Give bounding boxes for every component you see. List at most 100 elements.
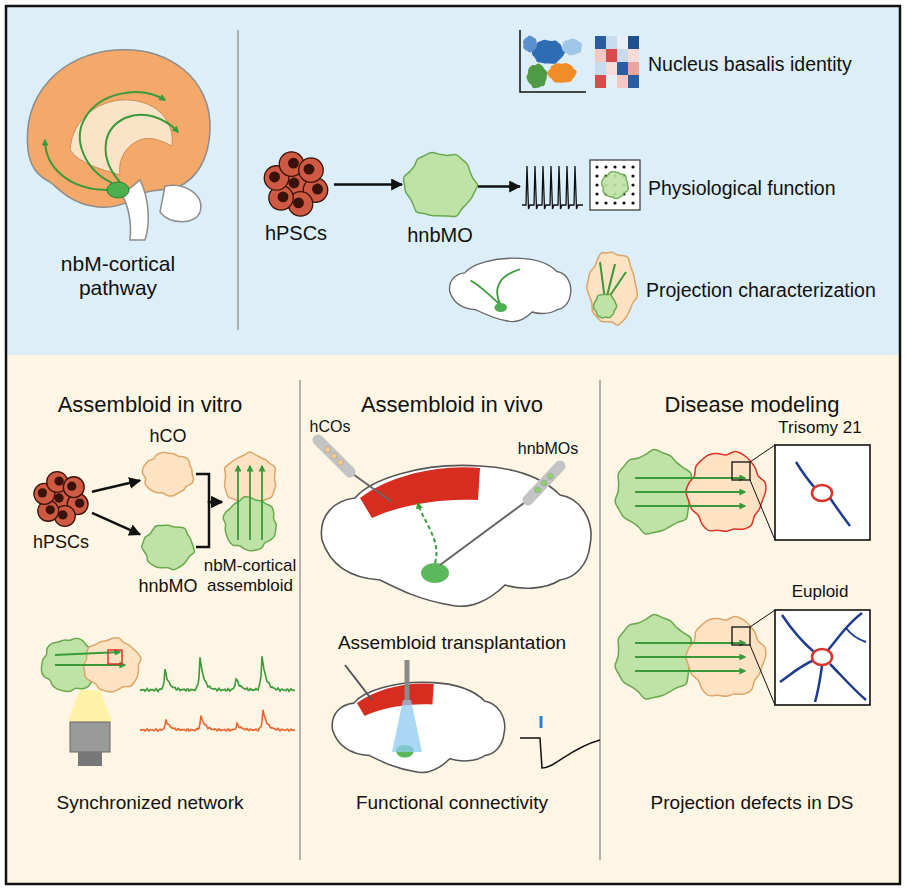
- neuron-soma: [812, 485, 832, 501]
- electrode-dot: [622, 165, 625, 168]
- zoom-line: [750, 480, 775, 540]
- assembloid-node: nbM-cortical assembloid: [222, 452, 278, 552]
- organoid-shape: [142, 452, 193, 496]
- objective-base: [78, 752, 102, 766]
- heatmap-cell: [595, 36, 606, 49]
- cell-nucleus: [293, 197, 304, 208]
- cell-nucleus: [46, 505, 55, 514]
- projection-arrow: [261, 466, 263, 540]
- inner-brain-shape: [70, 100, 172, 175]
- heatmap-cell: [595, 75, 606, 88]
- heatmap-cell: [628, 62, 639, 75]
- electrode-dot: [631, 165, 634, 168]
- umap-icon: [520, 30, 586, 92]
- zoom-box: [775, 445, 870, 540]
- cell-nucleus: [278, 191, 289, 202]
- node-shape: [140, 522, 196, 572]
- flow-arrow: [334, 183, 402, 186]
- condition-label: Euploid: [760, 582, 880, 602]
- syringe-barrel: [318, 440, 350, 472]
- heatmap-cell: [628, 49, 639, 62]
- evoked-trace: [520, 738, 600, 768]
- projection-arrow: [635, 477, 745, 479]
- cell-nucleus: [289, 178, 300, 189]
- zoom-box-small: [732, 462, 750, 480]
- flow-arrow: [478, 185, 520, 188]
- caption-text: nbM-cortical pathway: [33, 252, 203, 300]
- stem-cell: [299, 158, 323, 182]
- organoid-node: hCO: [140, 450, 196, 498]
- mea-icon: [590, 160, 640, 210]
- organoid-dot: [325, 447, 331, 453]
- organoid-slice-icon: [587, 252, 638, 325]
- heatmap-cell: [617, 75, 628, 88]
- cortex-graft: [357, 683, 434, 716]
- heatmap-cell: [617, 49, 628, 62]
- organoid-node: hnbMO: [140, 522, 196, 572]
- organoid-shape: [587, 252, 638, 325]
- assembloid-illustration: [615, 610, 870, 705]
- organoid-dot: [535, 487, 541, 493]
- objective-lens: [70, 722, 110, 752]
- neurite: [846, 628, 866, 642]
- neurite: [815, 666, 822, 702]
- cortex-shape: [27, 50, 210, 208]
- node-shape: [222, 452, 278, 552]
- projection-arrow: [106, 115, 178, 182]
- heatmap-cell: [617, 36, 628, 49]
- mouse-brain-icon: [450, 258, 571, 321]
- calcium-trace: [140, 710, 295, 731]
- cluster-blob: [562, 38, 582, 55]
- flow-arrow: [92, 513, 140, 535]
- cell-nucleus: [269, 172, 280, 183]
- heatmap-cell: [606, 36, 617, 49]
- caption-text: Synchronized network: [20, 792, 280, 814]
- nucleus-basalis: [107, 182, 129, 198]
- cell-nucleus: [38, 488, 47, 497]
- syringe-barrel: [528, 466, 560, 500]
- projection-arrow: [45, 140, 108, 190]
- cluster-blob: [527, 64, 548, 89]
- mouse-brain-illustration: [321, 465, 591, 606]
- flow-arrow: [92, 481, 140, 492]
- section-title: Disease modeling: [612, 392, 892, 417]
- neurite: [830, 498, 850, 526]
- nucleus-basalis: [494, 303, 507, 312]
- projection-arrow: [635, 656, 745, 658]
- zoom-line: [750, 610, 775, 627]
- electrode-dot: [622, 201, 625, 204]
- projection-fiber: [497, 269, 520, 305]
- flow-arrow: [196, 502, 222, 547]
- zoom-box-small: [732, 627, 750, 645]
- zoom-line: [750, 645, 775, 705]
- projection-arrow: [635, 505, 745, 507]
- electrode-dot: [595, 165, 598, 168]
- electrode-dot: [613, 165, 616, 168]
- cell-nucleus: [67, 482, 76, 491]
- caption-text: Functional connectivity: [312, 792, 592, 814]
- node-shape: [30, 470, 92, 528]
- caption-text: Assembloid transplantation: [312, 632, 592, 654]
- light-cone: [68, 690, 112, 722]
- electrode-dot: [631, 174, 634, 177]
- electrode-dot: [631, 192, 634, 195]
- light-pulse: [540, 716, 543, 728]
- projection-arrow: [80, 92, 165, 183]
- spike-trace: [522, 166, 583, 209]
- heatmap-cell: [595, 49, 606, 62]
- organoid-shape: [404, 153, 478, 217]
- human-brain-illustration: [27, 50, 210, 240]
- heatmap-cell: [628, 75, 639, 88]
- organoid-dot: [547, 473, 553, 479]
- cell-nucleus: [288, 158, 299, 169]
- cluster-blob: [523, 36, 537, 53]
- neurite: [830, 664, 866, 700]
- outcome-label: Nucleus basalis identity: [648, 53, 852, 75]
- projection-arrow: [635, 642, 745, 644]
- heatmap-icon: [595, 36, 639, 88]
- projection-arrow: [55, 652, 120, 655]
- organoid-node: hnbMO: [402, 150, 478, 220]
